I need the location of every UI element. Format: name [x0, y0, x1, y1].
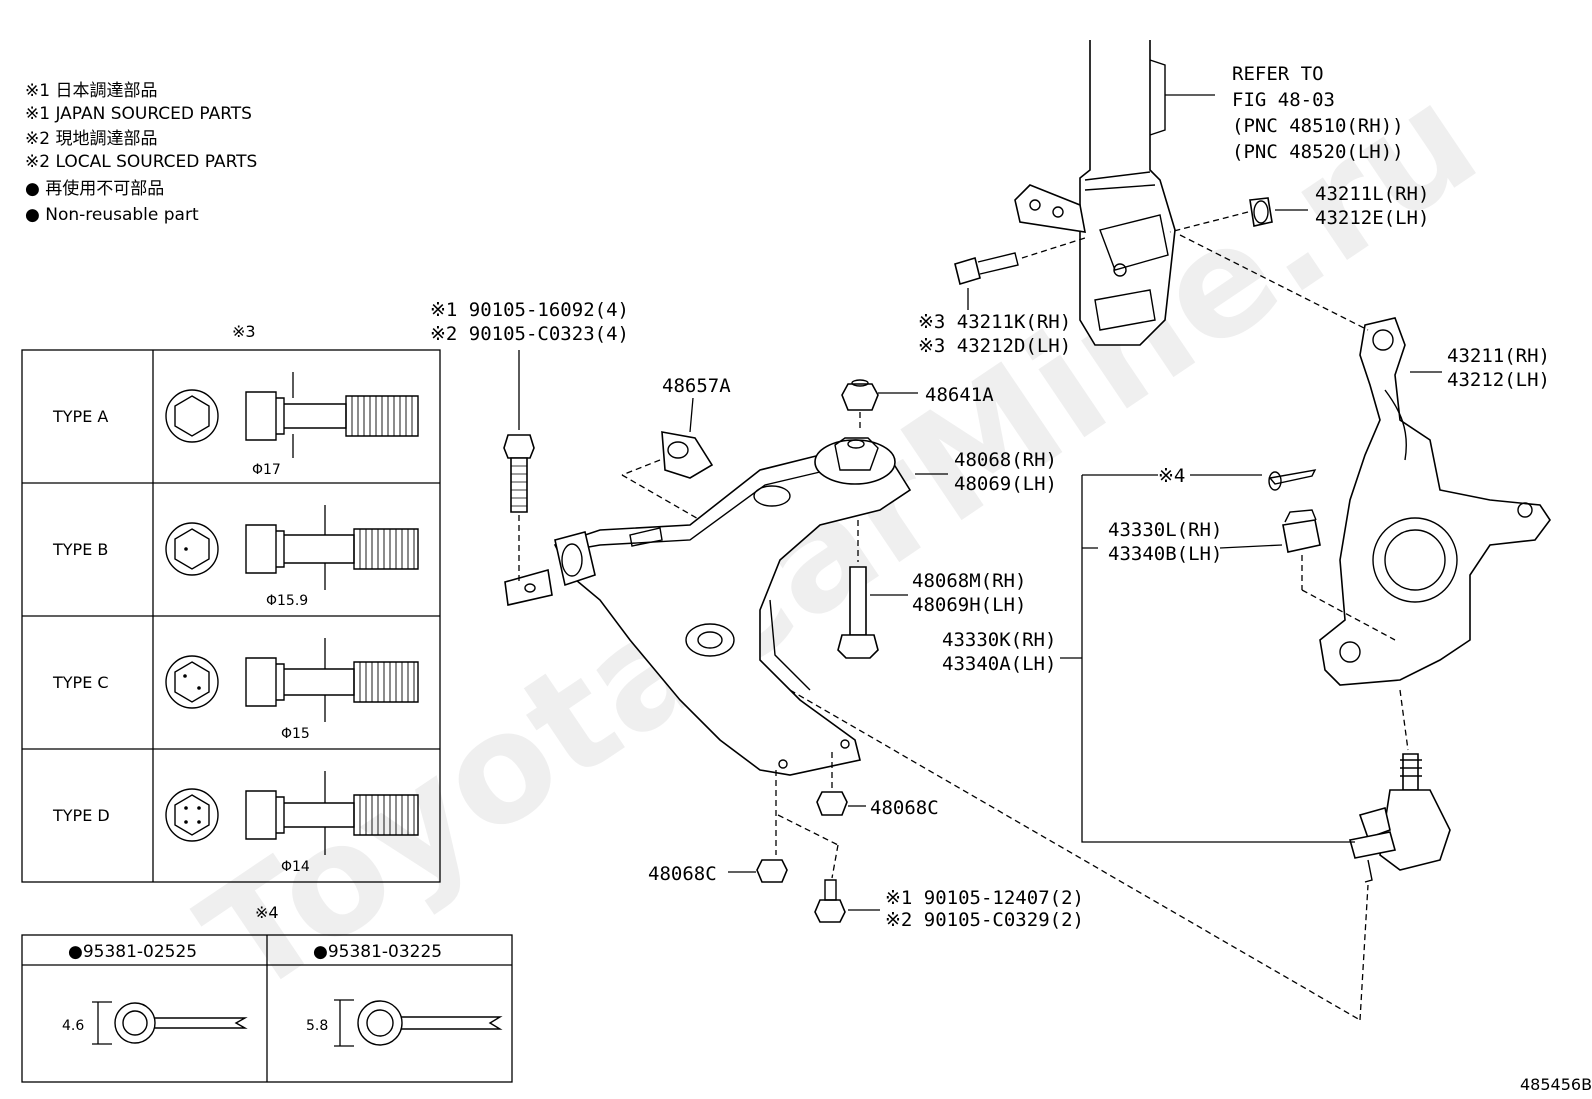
label-48068c-left: 48068C [648, 863, 717, 885]
shock-absorber-drawing [1014, 40, 1215, 346]
type-d-label: TYPE D [52, 806, 110, 825]
nut-48068c-right-drawing [816, 752, 866, 816]
cotter-pin-2-drawing [334, 999, 503, 1047]
label-43212e: 43212E(LH) [1315, 207, 1429, 229]
cotter-pin-1-size: 4.6 [62, 1018, 84, 1034]
label-48068: 48068(RH) [954, 449, 1057, 471]
cotter-pin-drawing [1190, 469, 1317, 491]
cotter-pin-2-size: 5.8 [306, 1018, 328, 1034]
nut-48641a-drawing [841, 379, 918, 432]
nut-43211l-drawing [1169, 197, 1308, 233]
bolt-48068m-drawing [837, 520, 908, 659]
refer-line-3: (PNC 48510(RH)) [1232, 115, 1404, 137]
table3-header: ※3 [232, 322, 256, 341]
label-48068c-right: 48068C [870, 797, 939, 819]
bolt-90105-16092-drawing [503, 350, 535, 585]
type-b-diameter: Φ15.9 [266, 593, 308, 609]
label-43212d: ※3 43212D(LH) [918, 335, 1071, 357]
type-b-label: TYPE B [52, 540, 108, 559]
label-bolt-a-japan: ※1 90105-16092(4) [430, 299, 629, 321]
bolt-type-b-drawing [165, 505, 419, 590]
label-note-4: ※4 [1158, 465, 1185, 487]
type-c-label: TYPE C [52, 673, 109, 692]
cotter-pin-1-drawing [92, 1001, 248, 1045]
refer-line-1: REFER TO [1232, 63, 1324, 85]
bolt-type-table: ※3 TYPE A TYPE B TYPE C TYPE D Φ17 Φ15.9… [21, 322, 441, 883]
label-43211k: ※3 43211K(RH) [918, 311, 1071, 333]
label-48069: 48069(LH) [954, 473, 1057, 495]
label-43330k: 43330K(RH) [942, 629, 1056, 651]
label-43212: 43212(LH) [1447, 369, 1550, 391]
label-43340b: 43340B(LH) [1108, 543, 1222, 565]
cotter-pin-2-number: ●95381-03225 [313, 942, 442, 962]
refer-line-4: (PNC 48520(LH)) [1232, 141, 1404, 163]
label-bolt-a-local: ※2 90105-C0323(4) [430, 323, 629, 345]
cotter-pin-table: ※4 ●95381-02525 ●95381-03225 4.6 5.8 [21, 903, 513, 1083]
type-a-diameter: Φ17 [252, 462, 281, 478]
legend-line-3: ※2 現地調達部品 [25, 129, 157, 149]
table4-header: ※4 [255, 903, 279, 922]
label-48069h: 48069H(LH) [912, 594, 1026, 616]
stopper-48657a-drawing [621, 397, 714, 521]
label-43211: 43211(RH) [1447, 345, 1550, 367]
lower-arm-drawing [504, 437, 948, 776]
ball-joint-drawing [1348, 689, 1451, 883]
bolt-type-a-drawing [165, 372, 419, 458]
arm-to-balljoint-line [789, 689, 1361, 1021]
legend-line-4: ※2 LOCAL SOURCED PARTS [25, 152, 257, 172]
type-d-diameter: Φ14 [281, 859, 310, 875]
label-43330l: 43330L(RH) [1108, 519, 1222, 541]
bracket-lines [1060, 474, 1355, 843]
bolt-type-c-drawing [165, 638, 419, 722]
label-43211l: 43211L(RH) [1315, 183, 1429, 205]
type-c-diameter: Φ15 [281, 726, 310, 742]
refer-note: REFER TO FIG 48-03 (PNC 48510(RH)) (PNC … [1232, 63, 1404, 163]
legend-line-5: ● 再使用不可部品 [25, 178, 164, 199]
label-48657a: 48657A [662, 375, 731, 397]
castle-nut-drawing [1219, 509, 1396, 641]
legend-line-6: ● Non-reusable part [25, 205, 199, 225]
label-48068m: 48068M(RH) [912, 570, 1026, 592]
label-48641a: 48641A [925, 384, 994, 406]
label-bolt-b-local: ※2 90105-C0329(2) [885, 909, 1084, 931]
bolt-43211k-drawing [954, 237, 1086, 310]
legend-line-1: ※1 日本調達部品 [25, 81, 157, 101]
cotter-pin-1-number: ●95381-02525 [68, 942, 197, 962]
steering-knuckle-drawing [1179, 234, 1551, 686]
figure-id: 485456B [1520, 1075, 1592, 1094]
refer-line-2: FIG 48-03 [1232, 89, 1335, 111]
label-bolt-b-japan: ※1 90105-12407(2) [885, 887, 1084, 909]
bolt-90105-12407-drawing [777, 814, 880, 923]
bolt-type-d-drawing [165, 771, 419, 855]
legend: ※1 日本調達部品 ※1 JAPAN SOURCED PARTS ※2 現地調達… [25, 81, 257, 225]
type-a-label: TYPE A [52, 407, 108, 426]
nut-48068c-left-drawing [728, 770, 788, 883]
label-43340a: 43340A(LH) [942, 653, 1056, 675]
legend-line-2: ※1 JAPAN SOURCED PARTS [25, 104, 252, 124]
